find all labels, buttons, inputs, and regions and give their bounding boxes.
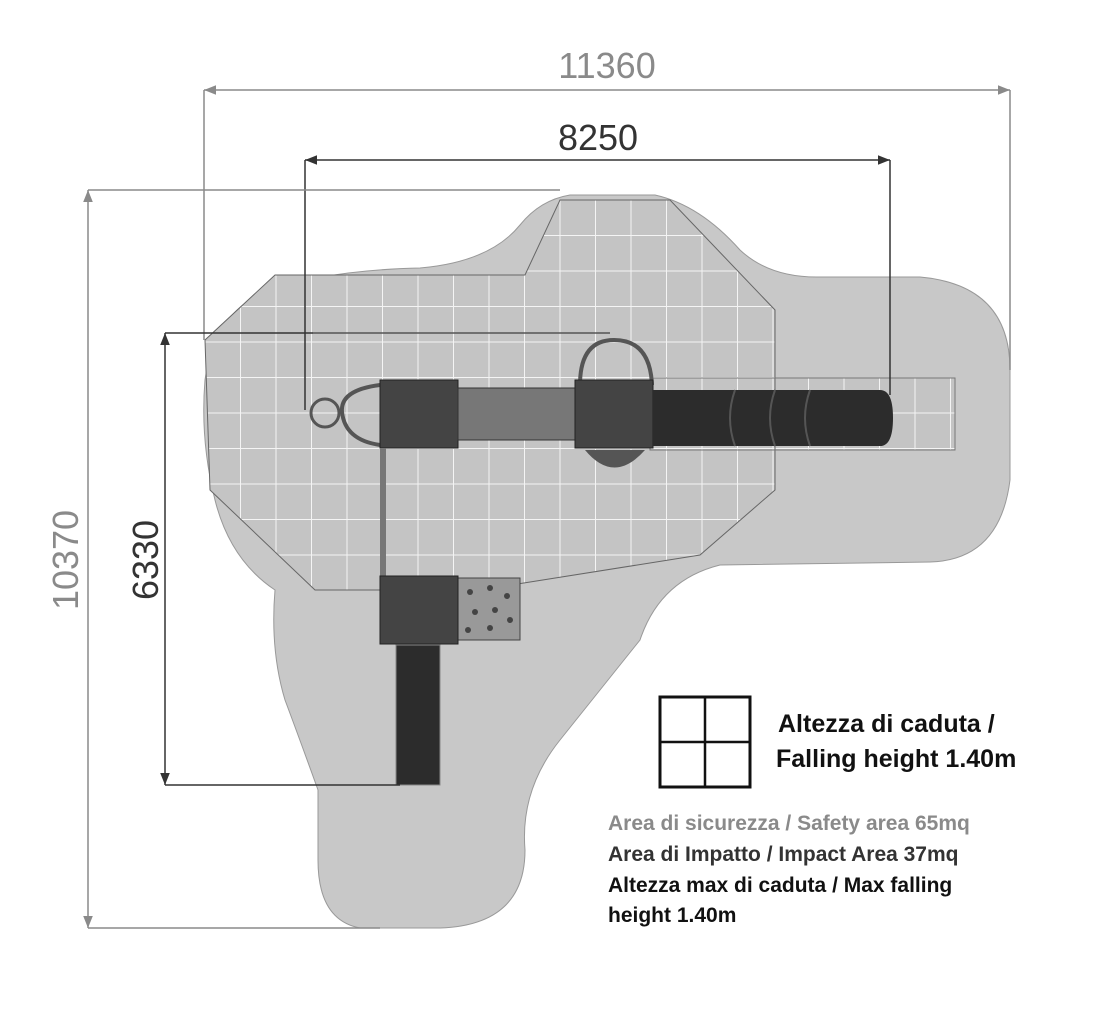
climbing-arch: [339, 383, 381, 447]
max-fall-text-1: Altezza max di caduta / Max falling: [608, 874, 952, 897]
passage-walkway: [380, 448, 386, 576]
svg-text:10370: 10370: [45, 510, 86, 610]
tower-1: [379, 379, 459, 449]
climbing-ring: [309, 397, 341, 429]
impact-area-text: Area di Impatto / Impact Area 37mq: [608, 843, 959, 866]
svg-text:6330: 6330: [125, 520, 166, 600]
dimension-overall-width: 11360: [203, 45, 1011, 370]
legend-label-line1: Altezza di caduta /: [778, 710, 995, 738]
falling-height-legend: Altezza di caduta / Falling height 1.40m: [658, 695, 1016, 789]
impact-area-outline: [204, 199, 776, 591]
legend-label-line2: Falling height 1.40m: [776, 745, 1016, 773]
tower-3: [379, 575, 459, 645]
tower-2-arch: [578, 337, 654, 386]
svg-text:8250: 8250: [558, 117, 638, 158]
tower-2-platform: [585, 450, 645, 468]
tower-2: [574, 379, 654, 449]
bridge: [457, 387, 577, 441]
safety-area-text: Area di sicurezza / Safety area 65mq: [608, 812, 970, 835]
dimension-equipment-depth: 6330: [125, 332, 400, 786]
play-equipment: [309, 332, 893, 786]
svg-text:11360: 11360: [558, 45, 655, 86]
max-fall-text-2: height 1.40m: [608, 904, 736, 927]
tube-slide: [653, 390, 893, 446]
straight-slide: [395, 644, 441, 786]
dimension-equipment-width: 8250: [304, 117, 891, 410]
dimension-overall-depth: 10370: [45, 189, 560, 929]
area-summary: Area di sicurezza / Safety area 65mq Are…: [608, 812, 970, 927]
